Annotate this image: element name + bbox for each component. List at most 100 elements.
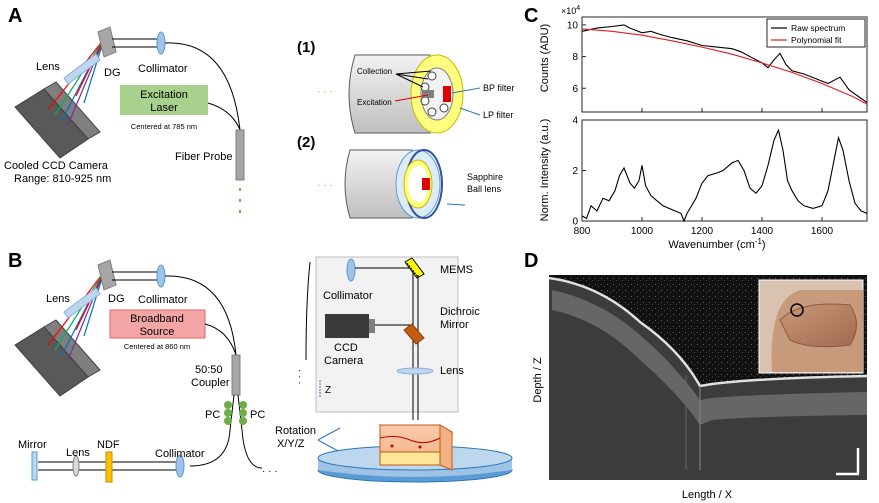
reference-collimator-label: Collimator [155, 448, 205, 460]
pc-right-label: PC [250, 409, 265, 421]
legend-entry: Raw spectrum [791, 23, 845, 33]
probe-1-drawing [348, 54, 464, 134]
legend-box [766, 18, 866, 48]
scan-lens-label: Lens [440, 365, 464, 377]
bottom-ylabel: Norm. Intensity (a.u.) [539, 119, 551, 222]
ndf-label: NDF [97, 439, 120, 451]
laser-note: Centered at 785 nm [131, 122, 197, 131]
source-note: Centered at 860 nm [124, 342, 190, 351]
panel-a-collimator-label: Collimator [138, 63, 188, 75]
scan-collimator-label: Collimator [323, 290, 373, 302]
camera-lens-b-icon [63, 287, 101, 319]
scan-collimator-icon [346, 258, 356, 282]
ccd-label-line1: CCD [334, 342, 358, 354]
objective-lens-icon [396, 367, 434, 375]
collimator-icon [156, 31, 166, 55]
reference-lens-label: Lens [66, 447, 90, 459]
top-exponent: ×104 [561, 5, 580, 16]
sapphire-label-line1: Sapphire [467, 172, 503, 182]
mirror-label: Mirror [18, 439, 47, 451]
probe-designs: (1) · · · Collection Excitation BP filte… [297, 39, 514, 219]
polarization-controllers [224, 401, 247, 425]
lp-filter-label: LP filter [483, 110, 513, 120]
panel-d-xlabel: Length / X [682, 489, 733, 501]
tissue-sample-icon [378, 424, 454, 471]
plot-area [581, 119, 868, 222]
x-tick-label: 800 [574, 226, 591, 237]
fiber-path [164, 42, 241, 131]
dichroic-mirror-icon [403, 323, 425, 345]
scan-location-marker [790, 303, 804, 317]
mirror-icon [31, 451, 38, 481]
panel-b-lens-label: Lens [46, 293, 70, 305]
cooled-ccd-camera [14, 81, 101, 159]
line-scan-camera [14, 319, 101, 397]
camera-label-line2: Range: 810-925 nm [14, 173, 111, 185]
panel-b-dots: · · · [262, 466, 278, 477]
laser-label-line2: Laser [150, 102, 178, 114]
dichroic-label-line2: Mirror [440, 319, 469, 331]
y-tick-label: 2 [572, 166, 578, 177]
fiber-continuation-dots [239, 188, 241, 213]
dichroic-label-line1: Dichroic [440, 306, 480, 318]
normalized-spectrum-chart: 800 1000 1200 1400 1600 0 2 4 [572, 116, 868, 237]
scale-bar [836, 448, 860, 476]
coupler-icon [231, 354, 241, 396]
reference-collimator-icon [175, 454, 185, 478]
panel-c: C ×104 Counts (ADU) Norm. Intensity (a.u… [524, 5, 868, 251]
scan-head-dots: · · · [294, 369, 305, 385]
panel-a-dg-label: DG [104, 67, 121, 79]
ndf-icon [105, 451, 113, 483]
probe-1-label: (1) [297, 39, 315, 56]
ccd-camera-icon [325, 314, 375, 338]
camera-label-line1: Cooled CCD Camera [4, 160, 109, 172]
x-tick-label: 1400 [751, 226, 774, 237]
top-ylabel: Counts (ADU) [539, 24, 551, 92]
probe-2-label: (2) [297, 134, 315, 151]
x-tick-label: 1200 [691, 226, 714, 237]
rotation-label-line1: Rotation [275, 425, 316, 437]
diffraction-grating-b-icon [97, 259, 117, 291]
panel-a: A Lens DG Collimator Excitation Laser Ce… [4, 5, 245, 213]
z-axis-label: Z [325, 385, 331, 396]
fiber-probe-icon [235, 129, 245, 181]
x-tick-label: 1000 [631, 226, 654, 237]
panel-d-ylabel: Depth / Z [532, 357, 544, 403]
panel-d: D Depth / Z Length / X [524, 250, 867, 501]
bp-filter-label: BP filter [483, 83, 514, 93]
panel-c-letter: C [524, 5, 538, 27]
panel-b-dg-label: DG [108, 293, 125, 305]
probe-2-drawing [344, 149, 443, 219]
fiber-probe-label: Fiber Probe [175, 151, 232, 163]
sapphire-label-line2: Ball lens [467, 184, 502, 194]
coupler-label-line2: Coupler [191, 377, 230, 389]
excitation-laser-box [120, 85, 208, 115]
x-axis-label: Wavenumber (cm-1) [668, 237, 765, 251]
x-tick-label: 1600 [811, 226, 834, 237]
spectrum-line [581, 128, 868, 223]
y-tick-label: 0 [572, 217, 578, 228]
panel-a-letter: A [8, 5, 22, 27]
probe-1-dots: · · · [317, 86, 333, 97]
source-label-line1: Broadband [130, 313, 184, 325]
reference-lens-icon [72, 455, 80, 477]
coupler-label-line1: 50:50 [195, 364, 223, 376]
y-tick-label: 8 [572, 52, 578, 63]
source-label-line2: Source [140, 326, 175, 338]
pc-left-label: PC [205, 409, 220, 421]
y-tick-label: 4 [572, 116, 578, 127]
legend-entry: Polynomial fit [791, 35, 842, 45]
camera-lens-icon [63, 53, 101, 85]
ccd-label-line2: Camera [324, 355, 364, 367]
laser-label-line1: Excitation [140, 89, 188, 101]
diffraction-grating-icon [97, 26, 117, 58]
scan-head: · · · Collimator MEMS Dichroic Mirror CC… [275, 256, 513, 483]
collection-label: Collection [357, 67, 392, 76]
collimator-b-icon [156, 264, 166, 288]
rotation-label-line2: X/Y/Z [277, 438, 305, 450]
mems-label: MEMS [440, 264, 473, 276]
panel-a-lens-label: Lens [36, 61, 60, 73]
y-tick-label: 6 [572, 84, 578, 95]
